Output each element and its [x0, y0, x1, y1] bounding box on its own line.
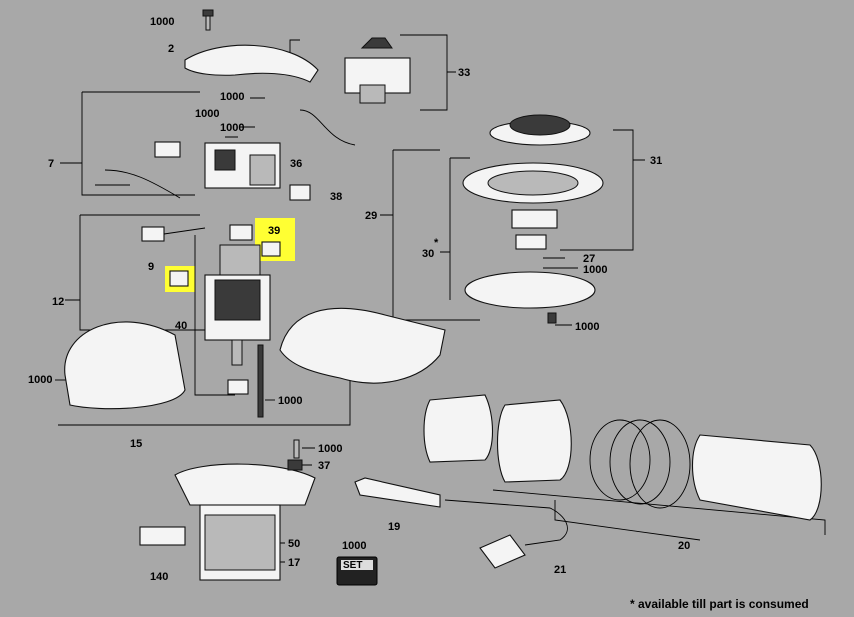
label-7: 7 — [48, 158, 54, 170]
label-1000-g: 1000 — [28, 374, 52, 386]
housing-half-icon — [279, 307, 446, 384]
label-star: * — [434, 237, 439, 249]
label-30: 30 — [422, 248, 434, 260]
screw-set-icon — [336, 556, 378, 586]
pad-assembly-icon — [462, 114, 604, 324]
label-1000-a: 1000 — [150, 16, 174, 28]
label-1000-i: 1000 — [318, 443, 342, 455]
body-tube-icon — [423, 394, 822, 521]
label-21: 21 — [554, 564, 566, 576]
label-12: 12 — [52, 296, 64, 308]
label-15: 15 — [130, 438, 142, 450]
label-38: 38 — [330, 191, 342, 203]
label-9: 9 — [148, 261, 154, 273]
label-1000-e: 1000 — [583, 264, 607, 276]
part-labels: 1000 2 33 1000 1000 1000 7 36 38 31 29 *… — [28, 16, 690, 583]
label-140: 140 — [150, 571, 168, 583]
label-33: 33 — [458, 67, 470, 79]
label-2: 2 — [168, 43, 174, 55]
label-27: 27 — [583, 253, 595, 265]
label-1000-d: 1000 — [220, 122, 244, 134]
label-1000-c: 1000 — [195, 108, 219, 120]
label-1000-f: 1000 — [575, 321, 599, 333]
top-cover-icon — [184, 44, 319, 83]
label-17: 17 — [288, 557, 300, 569]
power-cord-icon — [354, 477, 568, 569]
footnote: * available till part is consumed — [630, 597, 809, 611]
switch-assembly-icon — [344, 37, 411, 104]
label-20: 20 — [678, 540, 690, 552]
front-housing-icon — [64, 321, 186, 410]
motor-armature-icon — [141, 224, 281, 418]
label-39: 39 — [268, 225, 280, 237]
label-31: 31 — [650, 155, 662, 167]
lower-housing-icon — [139, 439, 316, 581]
label-1000-h: 1000 — [278, 395, 302, 407]
screw-top-icon — [202, 9, 214, 31]
label-36: 36 — [290, 158, 302, 170]
leader-lines — [55, 34, 826, 563]
label-37: 37 — [318, 460, 330, 472]
label-set: SET — [343, 560, 362, 571]
label-1000-b: 1000 — [220, 91, 244, 103]
label-50: 50 — [288, 538, 300, 550]
label-40: 40 — [175, 320, 187, 332]
label-29: 29 — [365, 210, 377, 222]
electronics-board-icon — [95, 109, 356, 201]
label-19: 19 — [388, 521, 400, 533]
label-1000-set: 1000 — [342, 540, 366, 552]
